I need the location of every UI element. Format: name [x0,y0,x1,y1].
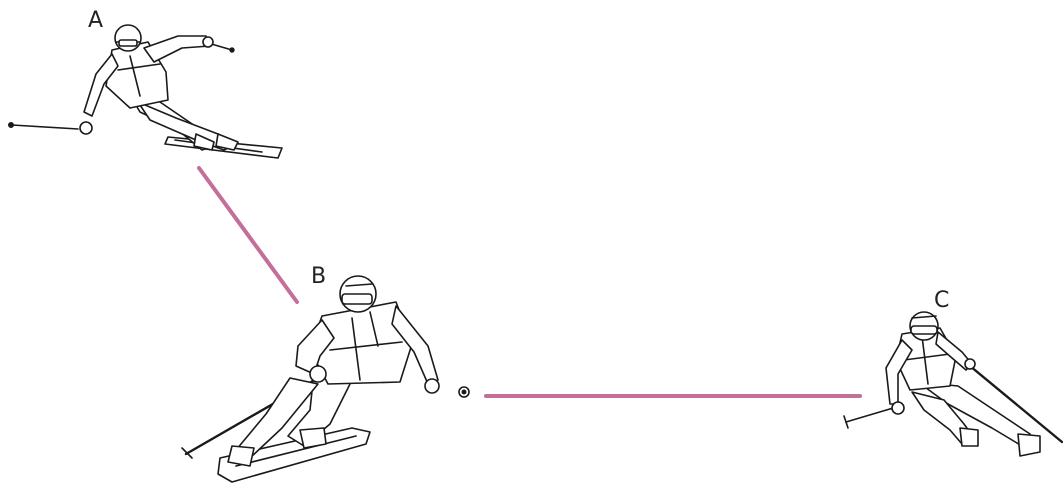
connector-a-to-b [199,168,297,302]
skier-a-pole-left [12,125,78,129]
skier-a-figure: A [9,8,283,158]
skier-c-label: C [934,288,949,313]
skier-a-helmet [115,25,141,51]
skier-c-figure: C [844,288,1062,456]
skier-b-label: B [311,264,326,289]
skier-a-label: A [88,8,103,33]
skier-b-figure: B [182,264,469,482]
